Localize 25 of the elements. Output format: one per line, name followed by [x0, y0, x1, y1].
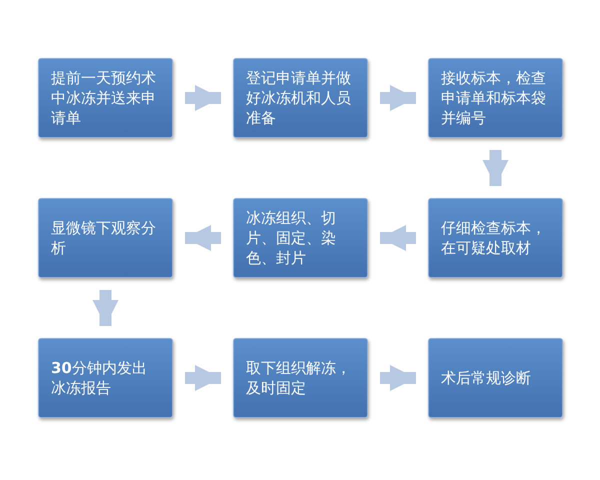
step-text: 30分钟内发出冰冻报告 [51, 358, 148, 398]
step-text: 接收标本，检查申请单和标本袋并编号 [441, 68, 547, 128]
step-text: 取下组织解冻，及时固定 [246, 358, 352, 398]
process-box [428, 338, 563, 418]
process-box [428, 58, 563, 138]
process-box [233, 198, 368, 278]
step-text: 登记申请单并做好冰冻机和人员准备 [246, 68, 352, 128]
process-box [38, 198, 173, 278]
block-arrow [380, 225, 416, 251]
block-arrow [380, 85, 416, 111]
process-box [38, 58, 173, 138]
process-box [233, 338, 368, 418]
block-arrow [185, 225, 221, 251]
process-box [233, 58, 368, 138]
step-text: 冰冻组织、切片、固定、染色、封片 [246, 208, 337, 268]
step-text: 显微镜下观察分析 [51, 218, 157, 258]
block-arrow [92, 290, 118, 326]
process-box [428, 198, 563, 278]
block-arrow [482, 150, 508, 186]
step-text: 提前一天预约术中冰冻并送来申请单 [51, 68, 157, 128]
block-arrow [185, 365, 221, 391]
process-box [38, 338, 173, 418]
block-arrow [185, 85, 221, 111]
step-text: 仔细检查标本，在可疑处取材 [441, 218, 547, 258]
step-text: 术后常规诊断 [441, 368, 531, 388]
